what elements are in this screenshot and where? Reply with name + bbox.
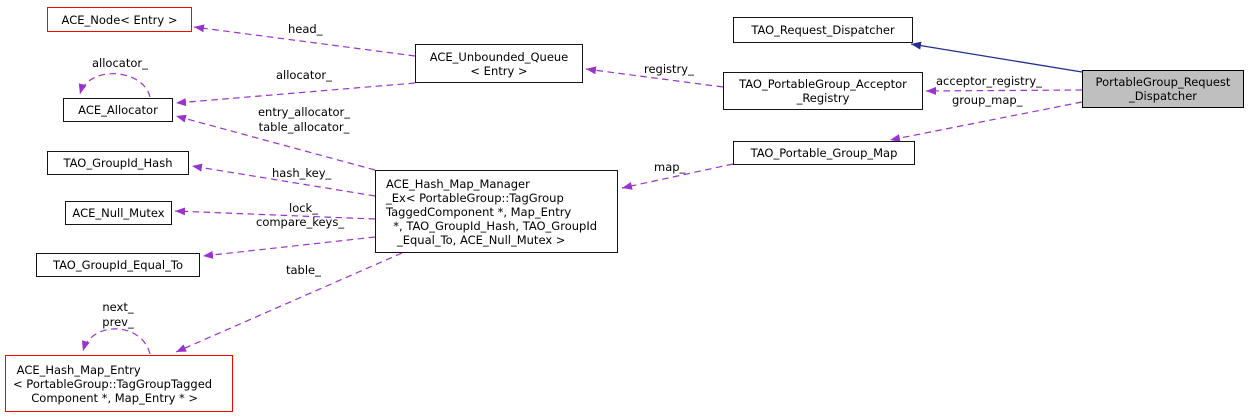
node-ace-node[interactable]: ACE_Node< Entry > (47, 7, 192, 32)
edge-label-entry-table-allocator: entry_allocator_ table_allocator_ (257, 105, 351, 134)
edge-label-group-map: group_map_ (952, 93, 1023, 107)
edge-label-acceptor-registry: acceptor_registry_ (936, 74, 1042, 88)
edge-allocator-self-loop (78, 73, 151, 98)
edge-label-hash-key: hash_key_ (272, 166, 332, 180)
node-ace-hash-map-manager[interactable]: ACE_Hash_Map_Manager _Ex< PortableGroup:… (375, 170, 618, 253)
node-ace-hash-map-entry[interactable]: ACE_Hash_Map_Entry < PortableGroup::TagG… (5, 355, 233, 412)
edge-label-table: table_ (286, 263, 321, 277)
edge-label-registry: registry_ (644, 62, 694, 76)
edge-label-head: head_ (288, 22, 323, 36)
edge-map (621, 163, 734, 190)
edge-inheritance (910, 41, 1083, 73)
edge-next-prev-self-loop (81, 328, 151, 355)
node-tao-request-dispatcher[interactable]: TAO_Request_Dispatcher (733, 17, 913, 43)
edge-label-compare-keys: compare_keys_ (256, 215, 345, 229)
edge-label-allocator-self: allocator_ (92, 56, 148, 70)
edge-label-next-prev: next_ prev_ (102, 300, 134, 329)
edge-label-lock: lock_ (289, 201, 318, 215)
node-ace-allocator[interactable]: ACE_Allocator (63, 98, 173, 122)
node-tao-portable-group-map[interactable]: TAO_Portable_Group_Map (733, 141, 915, 165)
edge-label-map: map_ (654, 160, 686, 174)
node-ace-null-mutex[interactable]: ACE_Null_Mutex (65, 201, 172, 225)
edge-acceptor-registry (925, 86, 1083, 95)
edge-table (175, 252, 403, 353)
edge-compare-keys (202, 236, 376, 259)
edge-entry-table-allocator (175, 114, 376, 171)
edge-allocator (175, 82, 416, 107)
edge-head (193, 24, 416, 57)
edge-label-allocator: allocator_ (276, 68, 332, 82)
edge-lock (174, 207, 376, 220)
node-tao-groupid-equal-to[interactable]: TAO_GroupId_Equal_To (36, 253, 200, 277)
node-tao-groupid-hash[interactable]: TAO_GroupId_Hash (47, 151, 189, 175)
node-ace-unbounded-queue[interactable]: ACE_Unbounded_Queue < Entry > (415, 44, 583, 83)
edge-hash-key (191, 163, 376, 197)
node-tao-portablegroup-acceptor-registry[interactable]: TAO_PortableGroup_Acceptor _Registry (723, 72, 923, 110)
edge-registry (585, 66, 724, 88)
node-portablegroup-request-dispatcher: PortableGroup_Request _Dispatcher (1082, 70, 1244, 108)
